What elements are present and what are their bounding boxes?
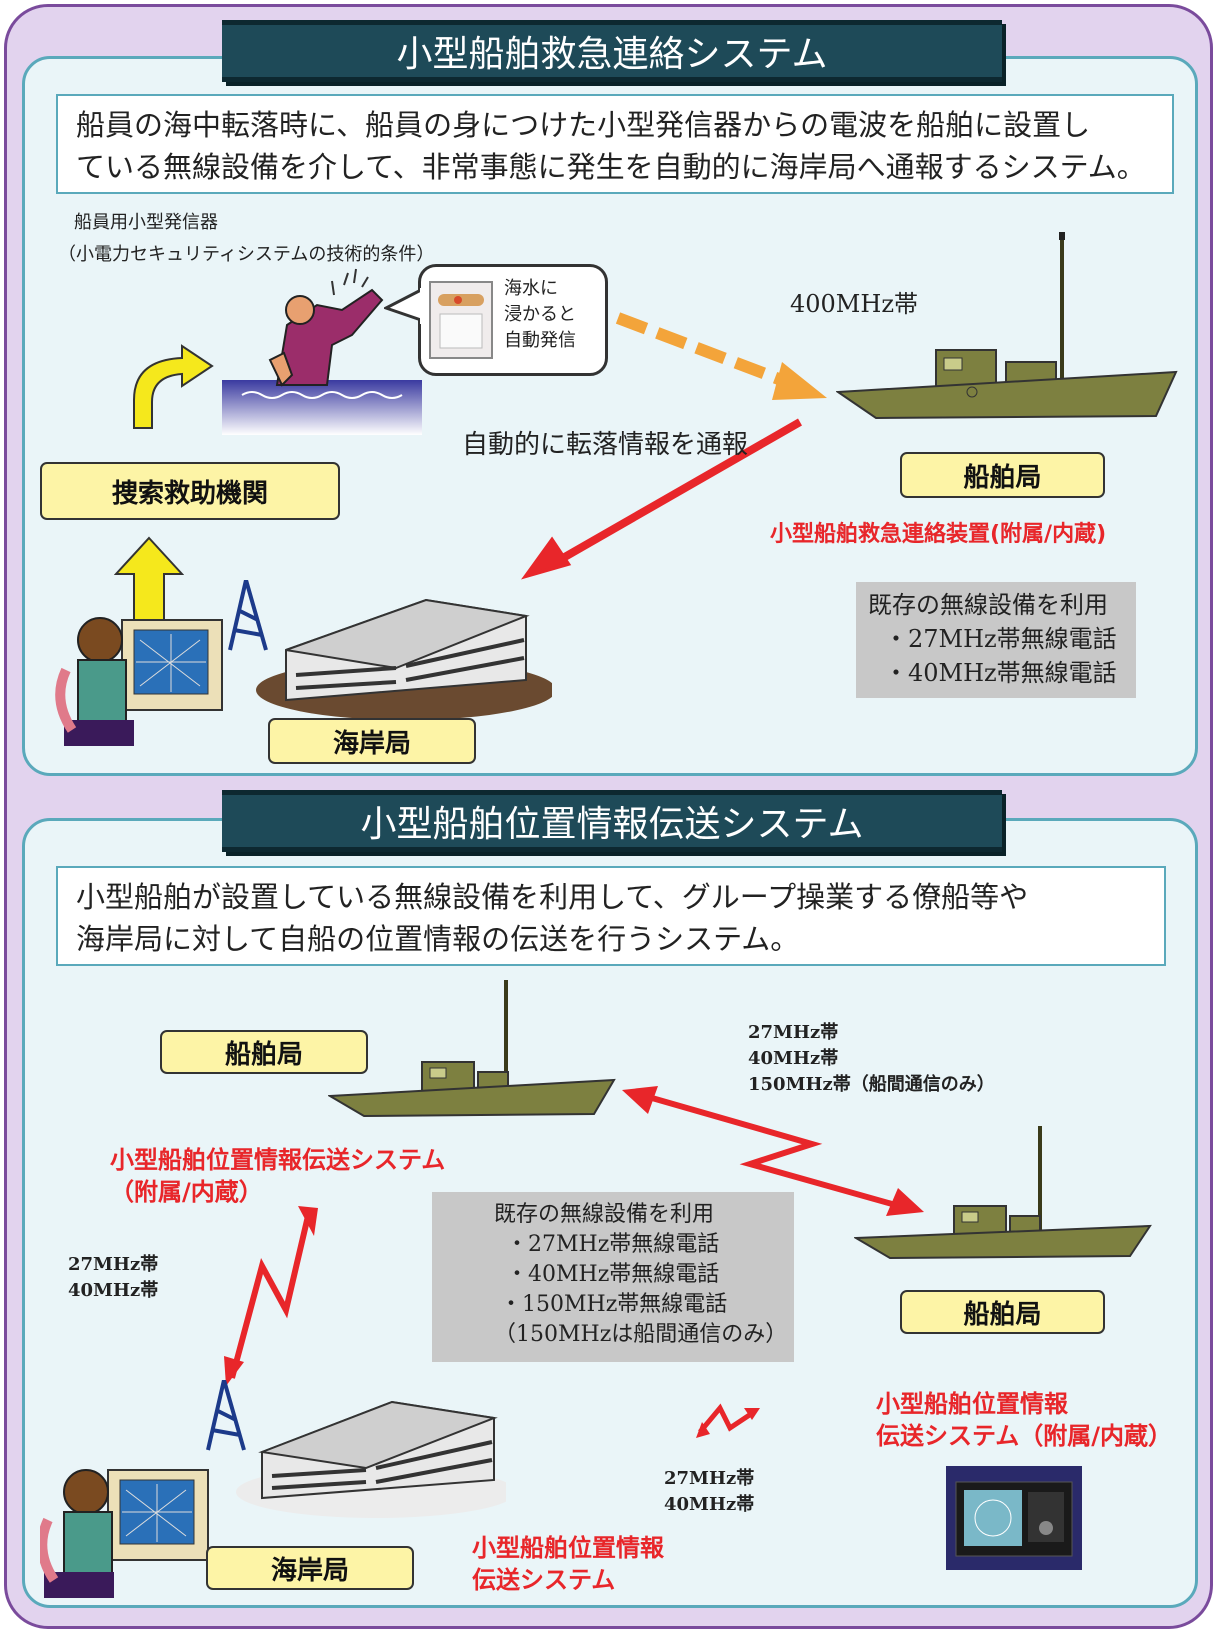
drowning-sailor-illustration [222, 268, 422, 435]
position-device-icon [946, 1466, 1082, 1570]
ship-station-label-right: 船舶局 [900, 1290, 1105, 1334]
bands-top-2: 40MHz帯 [748, 1048, 839, 1069]
existing-item-2-3: ・150MHz帯無線電話 [500, 1292, 728, 1317]
bubble-tail [384, 288, 424, 324]
bands-bottom-1: 27MHz帯 [664, 1468, 755, 1489]
ship-system-label-line2: （附属/内蔵） [110, 1178, 263, 1206]
existing-item-1-1: ・27MHz帯無線電話 [884, 625, 1117, 653]
bands-top-3: 150MHz帯（船間通信のみ） [748, 1074, 995, 1095]
right-system-label-line1: 小型船舶位置情報 [876, 1390, 1068, 1418]
ship-station-label-left: 船舶局 [160, 1030, 368, 1074]
existing-title-2: 既存の無線設備を利用 [494, 1202, 715, 1227]
ship-to-coast-zigzag-arrow [224, 1206, 318, 1386]
bubble-line2: 浸かると [504, 304, 576, 325]
bubble-line3: 自動発信 [504, 330, 576, 351]
auto-report-label: 自動的に転落情報を通報 [462, 430, 749, 460]
ship-illustration-1 [836, 232, 1178, 420]
operator-computer-1 [55, 617, 223, 746]
existing-item-2-1: ・27MHz帯無線電話 [506, 1232, 720, 1257]
search-rescue-label: 捜索救助機関 [40, 462, 340, 520]
section1-desc-line2: ている無線設備を介して、非常事態に発生を自動的に海岸局へ通報するシステム。 [76, 150, 1146, 184]
existing-item-2-2: ・40MHz帯無線電話 [506, 1262, 720, 1287]
section1-desc-line1: 船員の海中転落時に、船員の身につけた小型発信器からの電波を船舶に設置し [76, 108, 1091, 142]
section2-desc-line2: 海岸局に対して自船の位置情報の伝送を行うシステム。 [76, 922, 800, 956]
band-400-label: 400MHz帯 [790, 290, 918, 318]
right-system-label-line2: 伝送システム（附属/内蔵） [876, 1422, 1173, 1450]
section2-title: 小型船舶位置情報伝送システム [222, 790, 1002, 852]
ship-device-label: 小型船舶救急連絡装置(附属/内蔵) [770, 522, 1107, 547]
section2-desc-line1: 小型船舶が設置している無線設備を利用して、グループ操業する僚船等や [76, 880, 1029, 914]
dashed-orange-arrow [615, 312, 827, 400]
ship-illustration-3 [854, 1126, 1152, 1260]
ship-to-ship-zigzag-arrow [622, 1086, 924, 1216]
ship-system-label-line1: 小型船舶位置情報伝送システム [110, 1146, 446, 1174]
section2-description: 小型船舶が設置している無線設備を利用して、グループ操業する僚船等や 海岸局に対し… [56, 866, 1166, 966]
transmitter-label: 船員用小型発信器 [74, 212, 218, 233]
bands-left-1: 27MHz帯 [68, 1254, 159, 1275]
coast-system-label-line1: 小型船舶位置情報 [472, 1534, 664, 1562]
bands-bottom-2: 40MHz帯 [664, 1494, 755, 1515]
curved-yellow-arrow [133, 344, 214, 429]
ship-station-label-1: 船舶局 [900, 452, 1105, 498]
existing-item-2-4: （150MHzは船間通信のみ） [494, 1322, 788, 1347]
bubble-line1: 海水に [504, 278, 558, 299]
bands-left-2: 40MHz帯 [68, 1280, 159, 1301]
existing-item-1-2: ・40MHz帯無線電話 [884, 659, 1117, 687]
existing-equipment-box-2: 既存の無線設備を利用 ・27MHz帯無線電話 ・40MHz帯無線電話 ・150M… [432, 1192, 794, 1362]
coast-station-label-1: 海岸局 [268, 718, 476, 764]
transmitter-sub: （小電力セキュリティシステムの技術的条件） [58, 244, 435, 265]
coast-station-building-1 [228, 580, 552, 720]
coast-station-building-2 [206, 1380, 506, 1518]
operator-computer-2 [40, 1469, 209, 1598]
section1-title: 小型船舶救急連絡システム [222, 20, 1002, 82]
red-report-arrow [520, 418, 802, 580]
coast-system-label-line2: 伝送システム [472, 1566, 616, 1594]
ship-illustration-2 [328, 980, 616, 1118]
small-zigzag-arrow [696, 1403, 760, 1438]
transmitter-device-icon [429, 281, 493, 359]
section1-description: 船員の海中転落時に、船員の身につけた小型発信器からの電波を船舶に設置し ている無… [56, 94, 1174, 194]
coast-station-label-2: 海岸局 [206, 1546, 414, 1590]
existing-title-1: 既存の無線設備を利用 [868, 591, 1108, 619]
bands-top-1: 27MHz帯 [748, 1022, 839, 1043]
existing-equipment-box-1: 既存の無線設備を利用 ・27MHz帯無線電話 ・40MHz帯無線電話 [856, 582, 1136, 698]
